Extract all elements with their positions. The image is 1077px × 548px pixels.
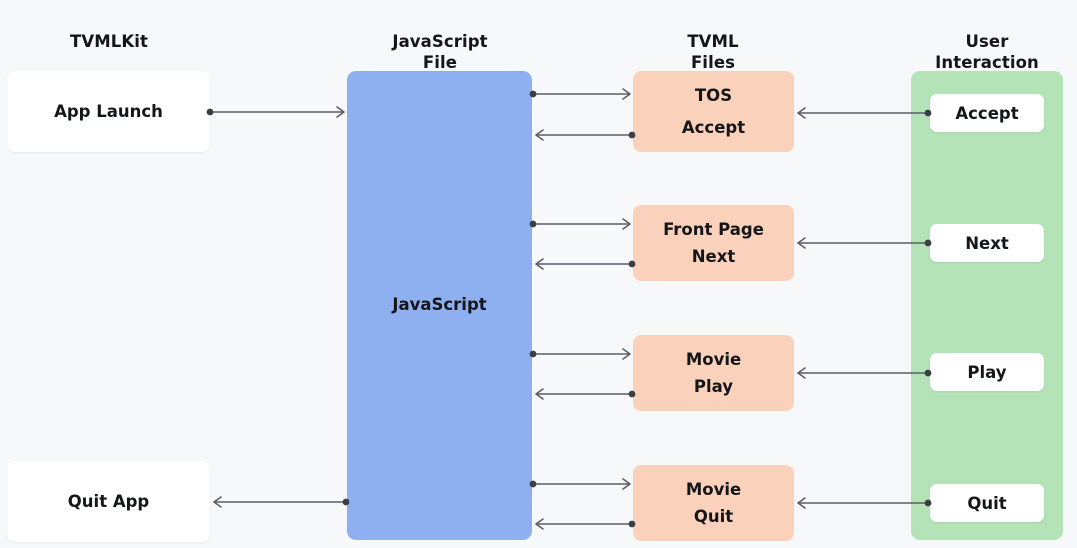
tvml-box-top-label: Movie (685, 350, 742, 369)
user-button-label: Play (967, 362, 1007, 382)
column-header-tvml-files: TVML Files (613, 10, 813, 73)
column-header-user-interaction: User Interaction (887, 10, 1077, 73)
tvml-box-front-page-next[interactable]: Front Page Next (633, 205, 794, 281)
edge-app-launch-to-javascript (206, 106, 345, 118)
tvml-box-bottom-label: Play (693, 377, 734, 396)
tvml-box-top-label: Movie (685, 480, 742, 499)
column-header-javascript-file: JavaScript File (340, 10, 540, 73)
tvml-box-movie-play[interactable]: Movie Play (633, 335, 794, 411)
tvml-box-top-label: Front Page (663, 220, 764, 239)
edge-javascript-to-quit-app (213, 496, 350, 508)
tvml-box-bottom-label: Next (691, 247, 736, 266)
tvml-box-bottom-label: Accept (681, 118, 746, 137)
user-interaction-panel (911, 71, 1063, 540)
javascript-block-label: JavaScript (392, 295, 487, 314)
edge-javascript-to-movie-play (529, 348, 631, 360)
node-label: App Launch (54, 102, 163, 121)
column-header-label: JavaScript File (392, 32, 488, 72)
column-header-tvmlkit: TVMLKit (9, 10, 209, 52)
edge-javascript-to-movie-quit (529, 478, 631, 490)
user-button-label: Next (965, 233, 1009, 253)
column-header-label: TVMLKit (70, 32, 148, 51)
edge-movie-play-to-javascript (535, 388, 636, 400)
node-app-launch[interactable]: App Launch (7, 71, 210, 152)
user-button-label: Quit (967, 493, 1007, 513)
node-label: Quit App (67, 492, 150, 511)
javascript-file-block[interactable]: JavaScript (347, 71, 532, 540)
tvml-box-top-label: TOS (694, 86, 733, 105)
edge-front-page-next-to-javascript (535, 258, 636, 270)
user-button-play[interactable]: Play (930, 353, 1044, 391)
edge-javascript-to-front-page (529, 218, 631, 230)
user-button-next[interactable]: Next (930, 224, 1044, 262)
user-button-accept[interactable]: Accept (930, 94, 1044, 132)
user-button-label: Accept (955, 103, 1019, 123)
edge-movie-quit-to-javascript (535, 518, 636, 530)
column-header-label: User Interaction (935, 32, 1039, 72)
user-button-quit[interactable]: Quit (930, 484, 1044, 522)
column-header-label: TVML Files (687, 32, 739, 72)
tvml-box-movie-quit[interactable]: Movie Quit (633, 465, 794, 541)
edge-tos-accept-to-javascript (535, 129, 636, 141)
tvml-box-tos-accept[interactable]: TOS Accept (633, 71, 794, 152)
tvml-box-bottom-label: Quit (693, 507, 734, 526)
edge-javascript-to-tos (529, 88, 631, 100)
node-quit-app[interactable]: Quit App (7, 461, 210, 542)
